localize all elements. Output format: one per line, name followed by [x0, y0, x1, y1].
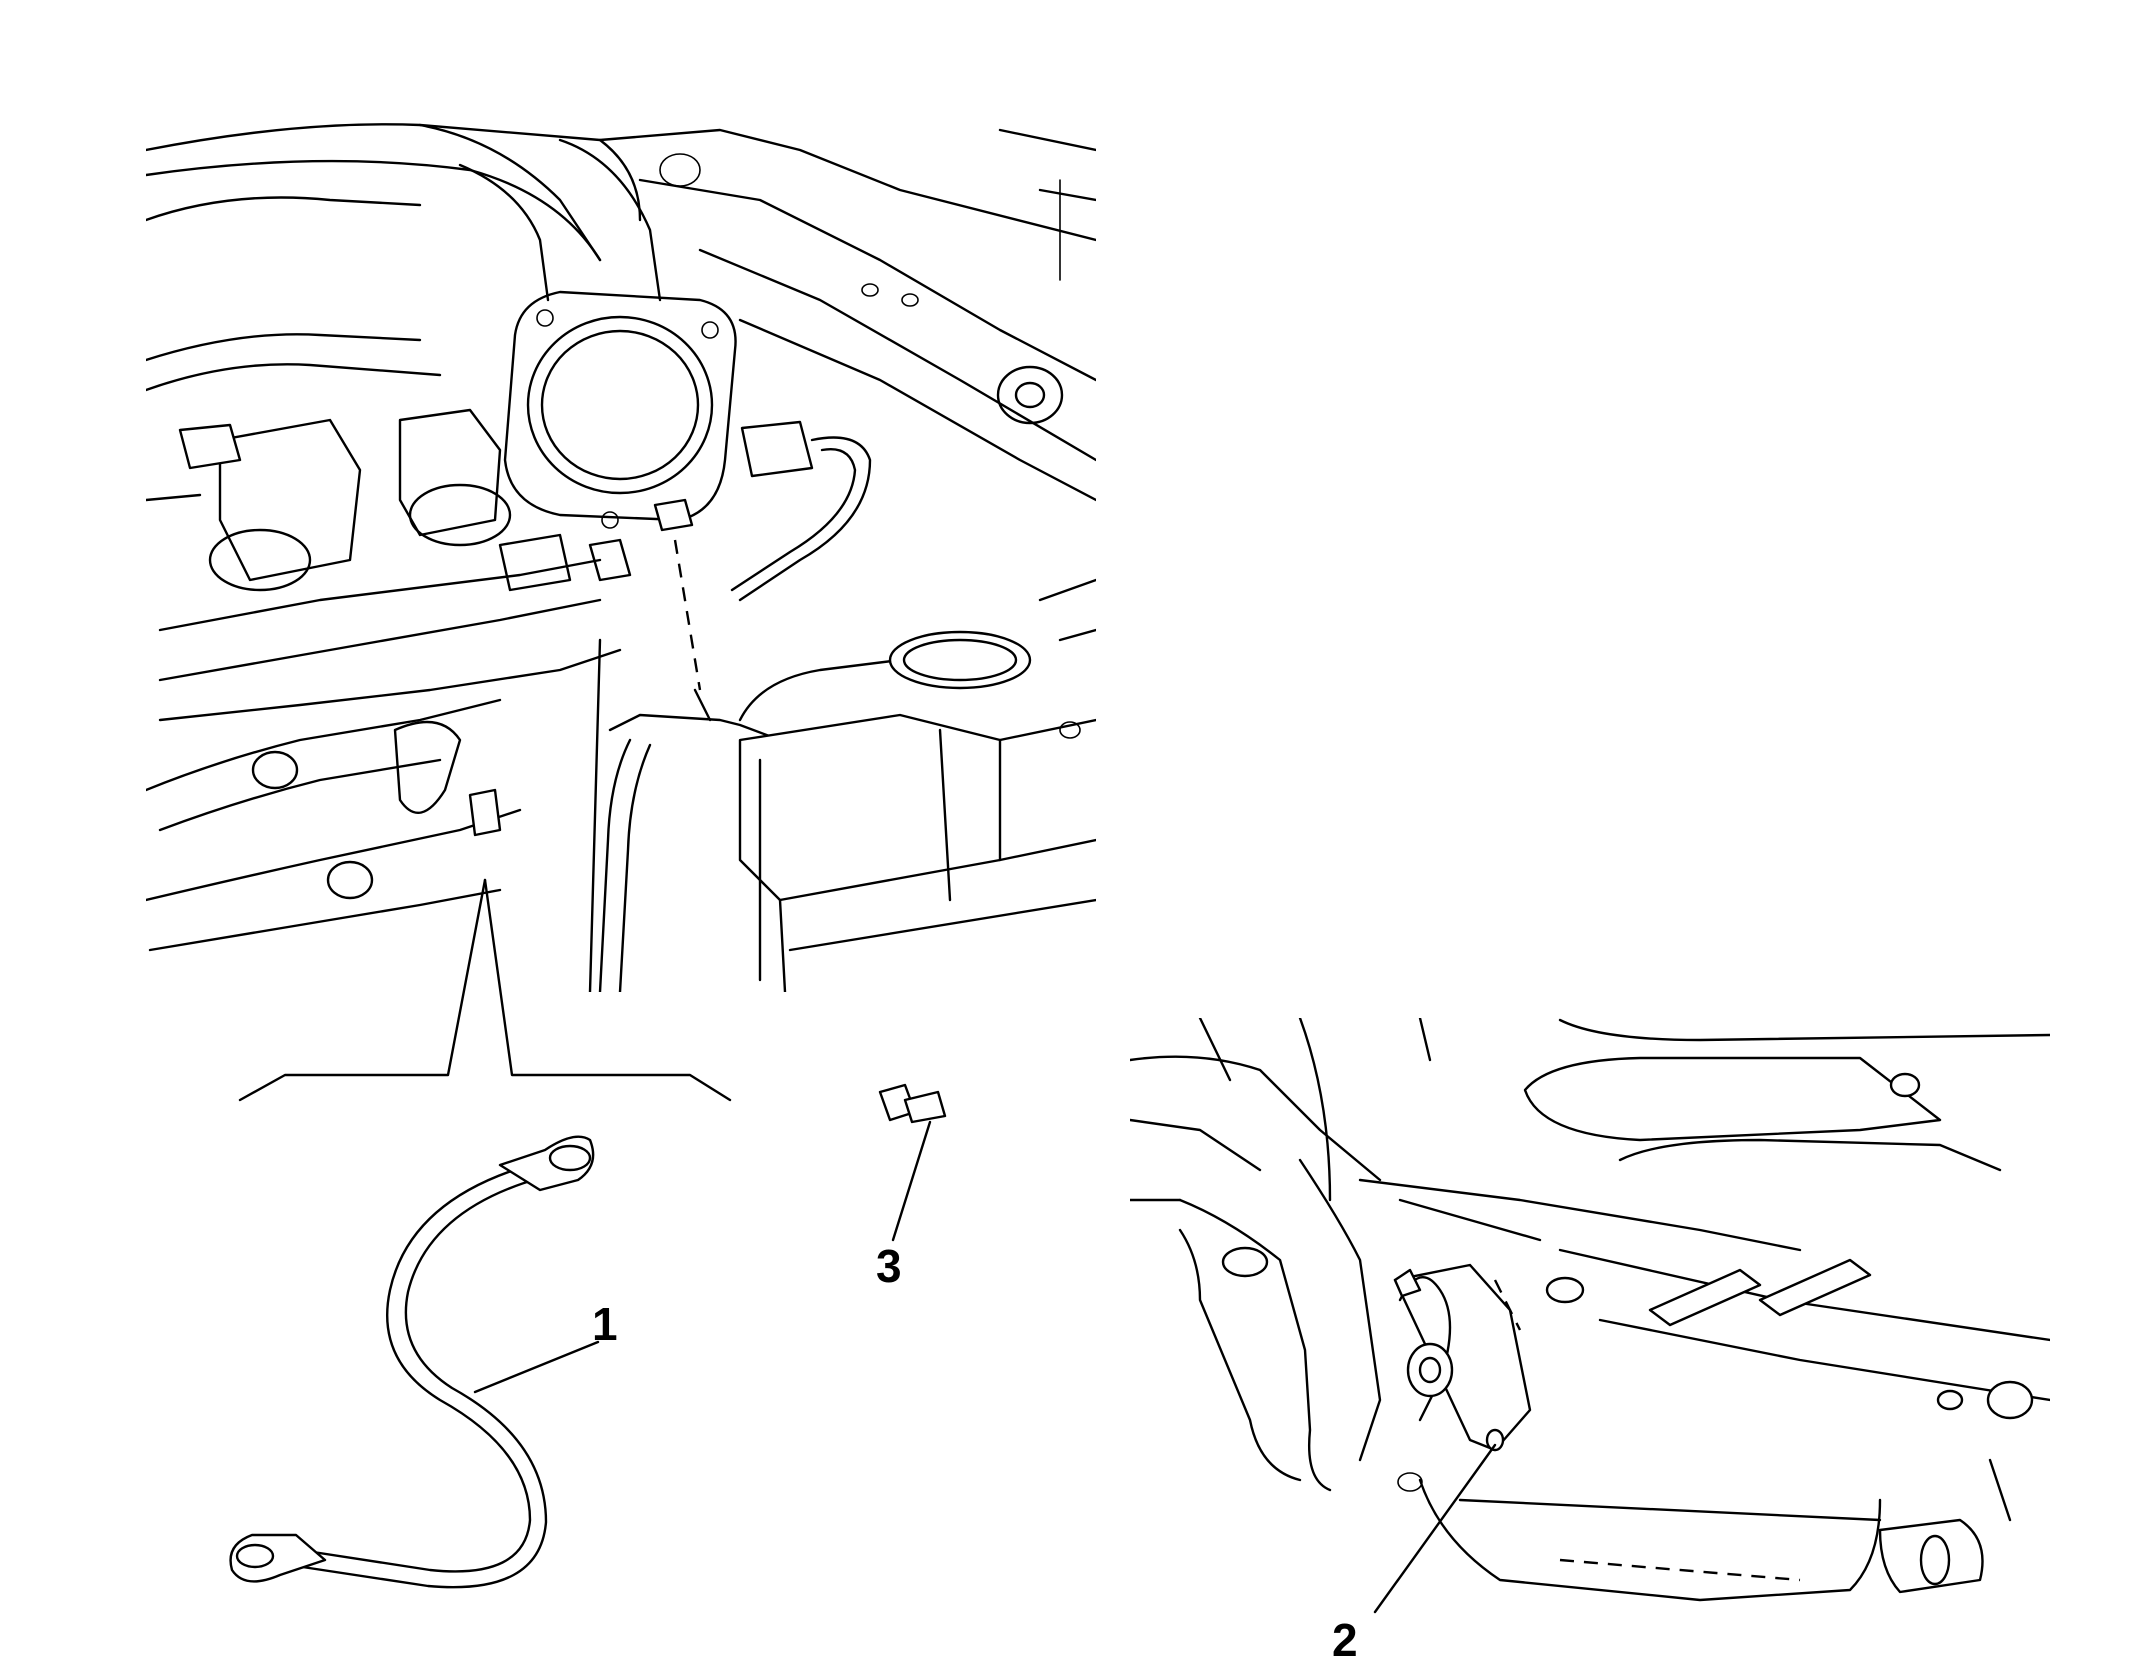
bolt-part-3: 3 [876, 1083, 947, 1292]
callout-2: 2 [1332, 1614, 1358, 1666]
engine-bay-view [146, 123, 1096, 1102]
callout-1: 1 [592, 1298, 618, 1350]
ground-cable-part-1: 1 [229, 1135, 618, 1589]
callout-3: 3 [876, 1240, 902, 1292]
underbody-view: 2 [1130, 1018, 2050, 1666]
